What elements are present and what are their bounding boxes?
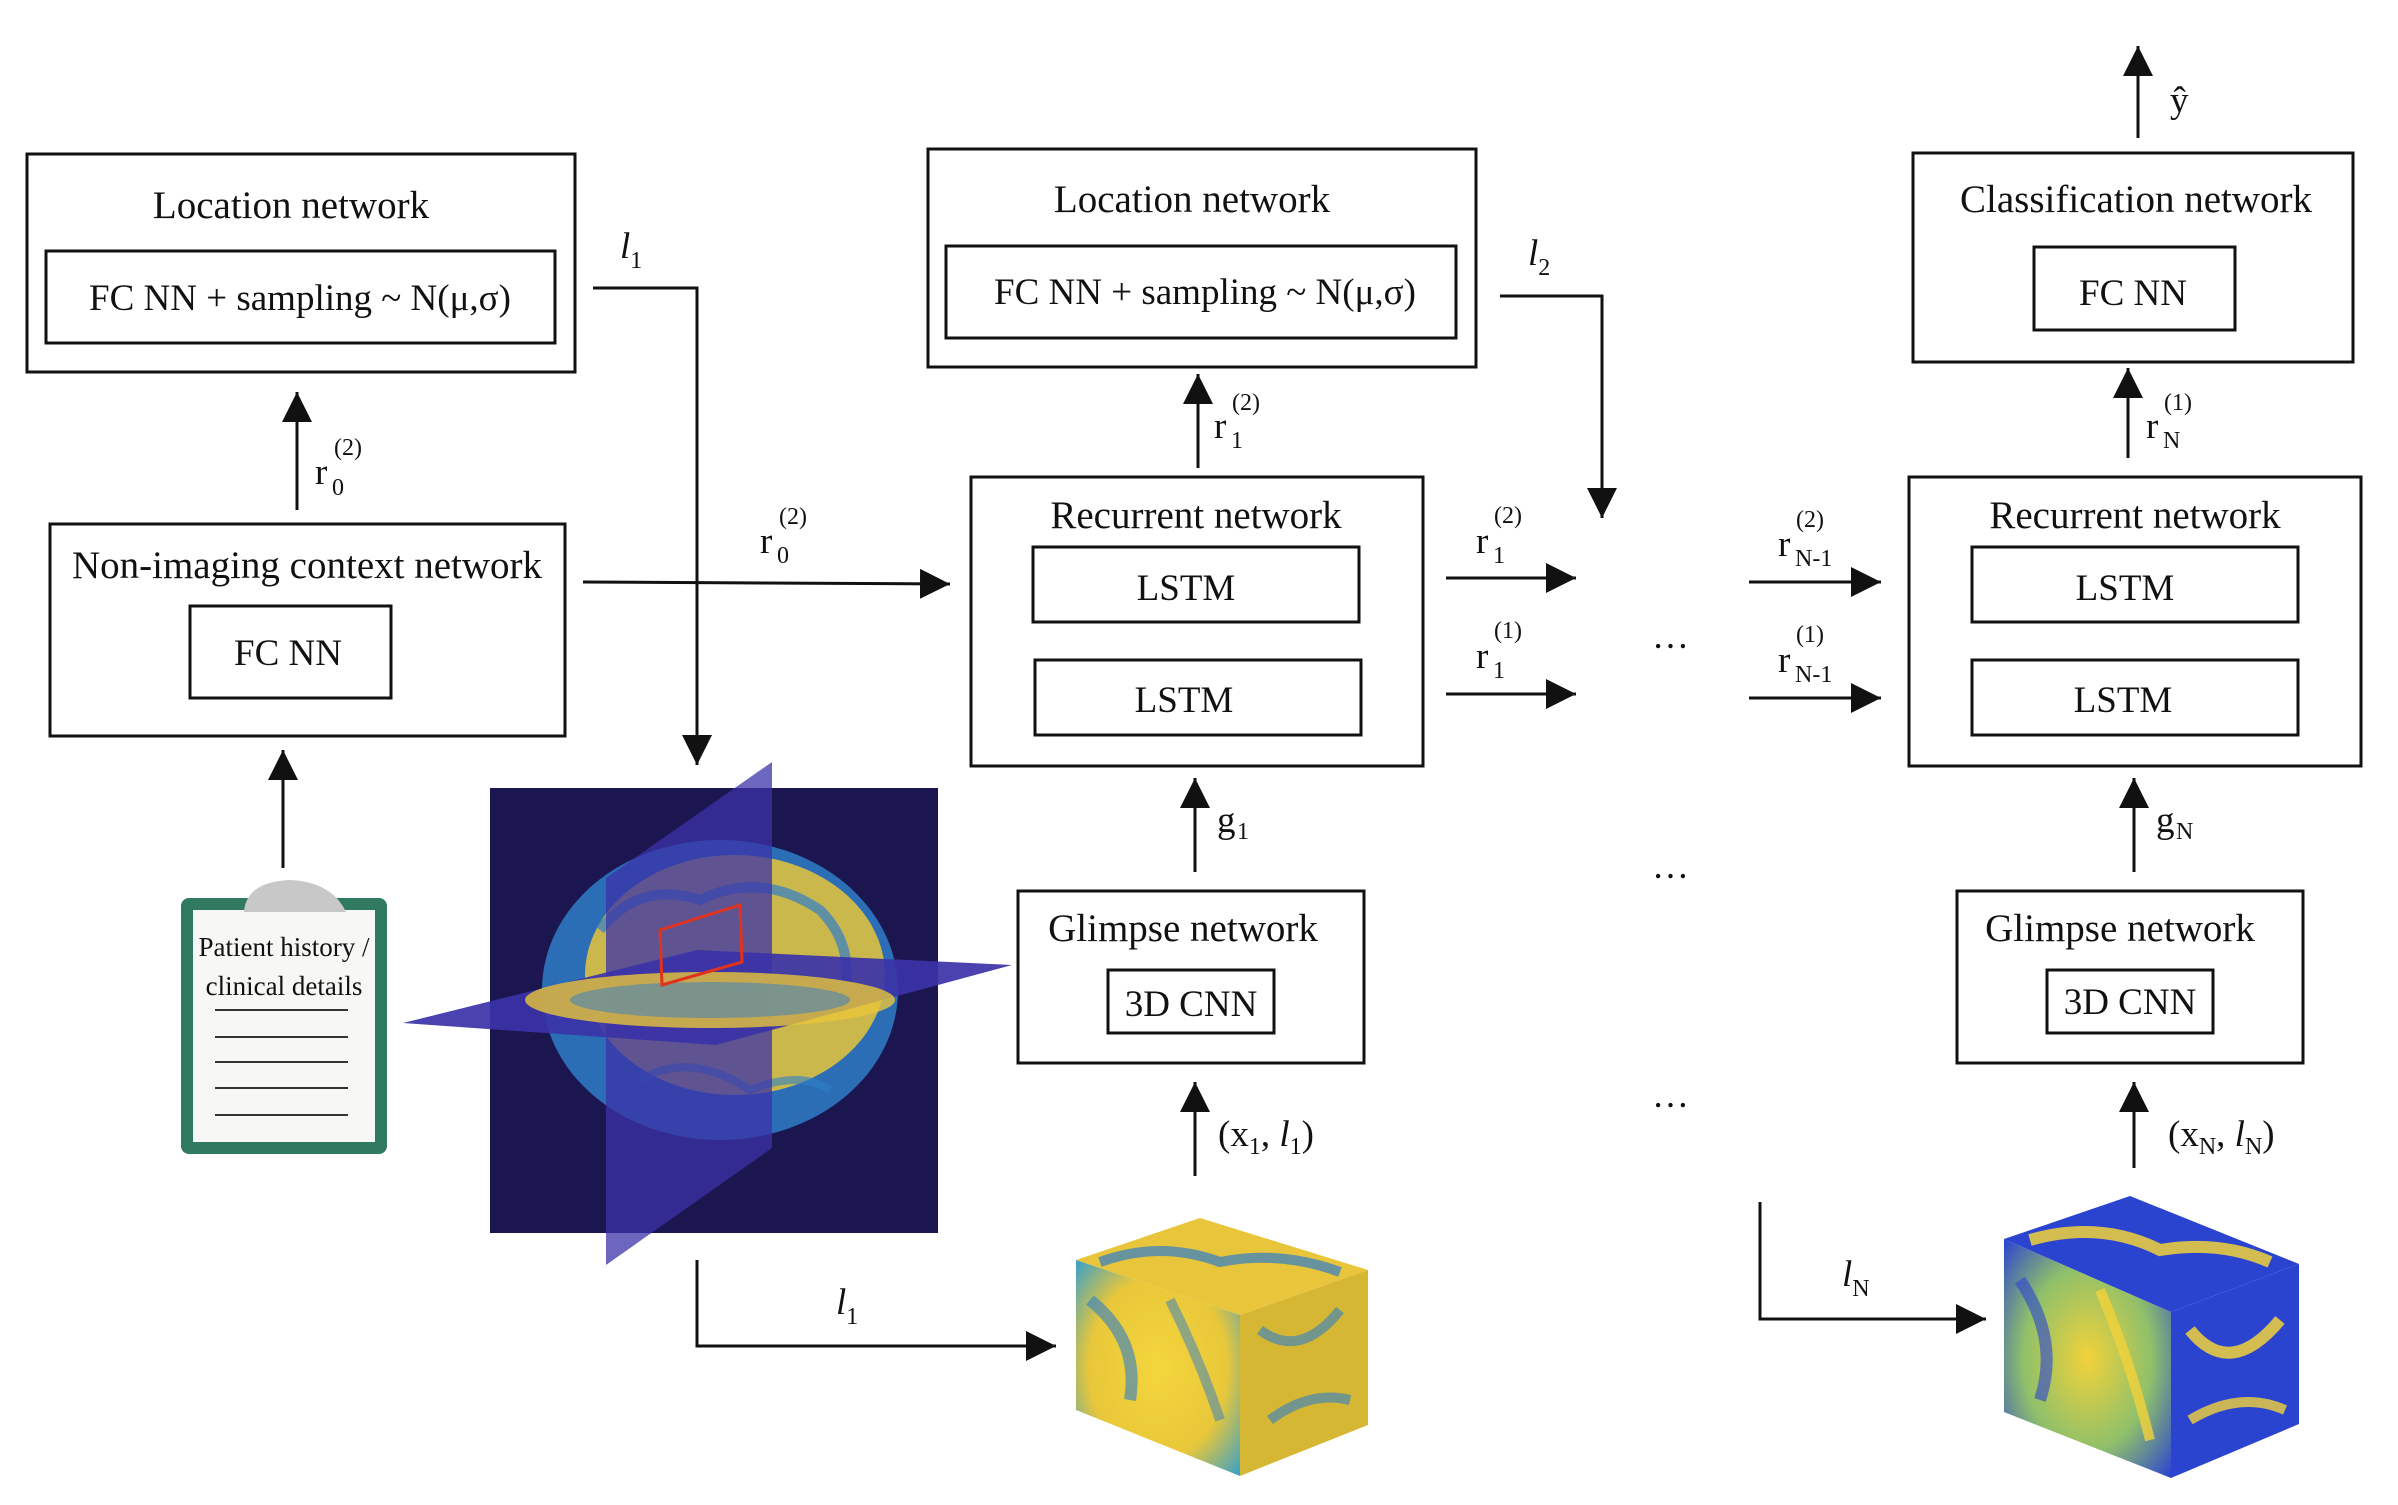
recurrent-network-n: Recurrent network LSTM LSTM [1907, 475, 2363, 768]
label-rN-up: r N (1) [2146, 390, 2192, 454]
label-rN1-1: r N-1 (1) [1778, 622, 1832, 688]
glimpse-cube-1 [1076, 1218, 1368, 1476]
recurrent-network-1-title: Recurrent network [1050, 494, 1342, 537]
clipboard-icon: Patient history / clinical details [181, 880, 387, 1154]
clipboard-line2: clinical details [206, 971, 363, 1001]
recurrent-network-n-lstm-bottom: LSTM [2074, 680, 2173, 721]
svg-text:(2): (2) [334, 435, 362, 461]
svg-text:r: r [1778, 524, 1790, 565]
recurrent-network-n-lstm-top: LSTM [2076, 568, 2175, 609]
context-network: Non-imaging context network FC NN [48, 522, 567, 738]
ellipsis-1: … [1652, 616, 1689, 657]
classification-network-title: Classification network [1960, 178, 2313, 221]
recurrent-network-1: Recurrent network LSTM LSTM [969, 475, 1425, 768]
label-r1-2: r 1 (2) [1476, 503, 1522, 569]
glimpse-network-1-inner: 3D CNN [1125, 984, 1258, 1025]
mri-brain-volume [403, 762, 1012, 1265]
svg-text:g: g [2156, 800, 2175, 841]
svg-text:1: 1 [1493, 658, 1505, 684]
label-yhat: ŷ [2170, 80, 2189, 121]
svg-text:(1): (1) [2164, 390, 2192, 416]
svg-text:r: r [1214, 406, 1226, 447]
svg-text:0: 0 [777, 543, 789, 569]
arrow-l2 [1500, 294, 1617, 518]
location-network-2-inner: FC NN + sampling ~ N(μ,σ) [994, 272, 1416, 313]
location-network-2-title: Location network [1054, 178, 1331, 221]
label-l2: l2 [1528, 233, 1550, 281]
svg-text:N-1: N-1 [1795, 546, 1832, 572]
classification-network-inner: FC NN [2079, 273, 2187, 314]
context-network-title: Non-imaging context network [72, 544, 543, 587]
context-network-inner: FC NN [234, 633, 342, 674]
svg-text:(1): (1) [1494, 618, 1522, 644]
svg-text:r: r [1778, 640, 1790, 681]
svg-text:r: r [1476, 521, 1488, 562]
svg-text:(2): (2) [1796, 507, 1824, 533]
arrow-lN-to-cubeN [1758, 1202, 1986, 1334]
svg-text:1: 1 [1231, 428, 1243, 454]
svg-text:1: 1 [1237, 819, 1249, 845]
glimpse-network-n: Glimpse network 3D CNN [1955, 889, 2305, 1065]
label-x1-l1: (x1, l1) [1218, 1114, 1314, 1160]
svg-text:N: N [2176, 819, 2193, 845]
label-g1: g 1 [1217, 800, 1249, 845]
svg-text:1: 1 [1493, 543, 1505, 569]
svg-text:r: r [760, 521, 772, 562]
svg-text:(2): (2) [1232, 390, 1260, 416]
svg-text:r: r [1476, 636, 1488, 677]
svg-text:(2): (2) [779, 504, 807, 530]
svg-text:r: r [315, 452, 327, 493]
svg-text:N-1: N-1 [1795, 662, 1832, 688]
recurrent-network-n-title: Recurrent network [1989, 494, 2281, 537]
classification-network: Classification network FC NN [1911, 151, 2355, 364]
svg-text:(1): (1) [1796, 622, 1824, 648]
location-network-1-title: Location network [153, 184, 430, 227]
location-network-1: Location network FC NN + sampling ~ N(μ,… [25, 152, 577, 374]
svg-text:N: N [2163, 428, 2180, 454]
connectors [268, 46, 2153, 1361]
label-r1-up: r 1 (2) [1214, 390, 1260, 454]
svg-text:r: r [2146, 406, 2158, 447]
arrow-l1-to-mri [593, 286, 712, 765]
arrow-context-to-recurrent [582, 568, 951, 599]
label-l1-top: l1 [620, 226, 642, 274]
glimpse-network-n-inner: 3D CNN [2064, 982, 2197, 1023]
ellipsis-2: … [1652, 846, 1689, 887]
location-network-1-inner: FC NN + sampling ~ N(μ,σ) [89, 278, 511, 319]
label-l1-bottom: l1 [836, 1282, 858, 1330]
label-rN1-2: r N-1 (2) [1778, 507, 1832, 572]
label-r0-right: r 0 (2) [760, 504, 807, 569]
label-r0-up: r 0 (2) [315, 435, 362, 501]
location-network-2: Location network FC NN + sampling ~ N(μ,… [926, 147, 1478, 369]
glimpse-region-box [658, 902, 744, 987]
glimpse-network-1-title: Glimpse network [1048, 907, 1318, 950]
svg-text:0: 0 [332, 475, 344, 501]
recurrent-network-1-lstm-top: LSTM [1137, 568, 1236, 609]
svg-text:(2): (2) [1494, 503, 1522, 529]
label-r1-1: r 1 (1) [1476, 618, 1522, 684]
glimpse-network-n-title: Glimpse network [1985, 907, 2255, 950]
svg-text:g: g [1217, 800, 1236, 841]
arrow-mri-to-cube1 [695, 1260, 1056, 1361]
glimpse-network-1: Glimpse network 3D CNN [1016, 889, 1366, 1065]
glimpse-cube-n [2004, 1196, 2299, 1478]
label-lN: lN [1842, 1254, 1870, 1302]
ellipsis-3: … [1652, 1075, 1689, 1116]
label-xN-lN: (xN, lN) [2168, 1114, 2275, 1160]
clipboard-line1: Patient history / [199, 932, 370, 962]
label-gN: g N [2156, 800, 2193, 845]
recurrent-network-1-lstm-bottom: LSTM [1135, 680, 1234, 721]
